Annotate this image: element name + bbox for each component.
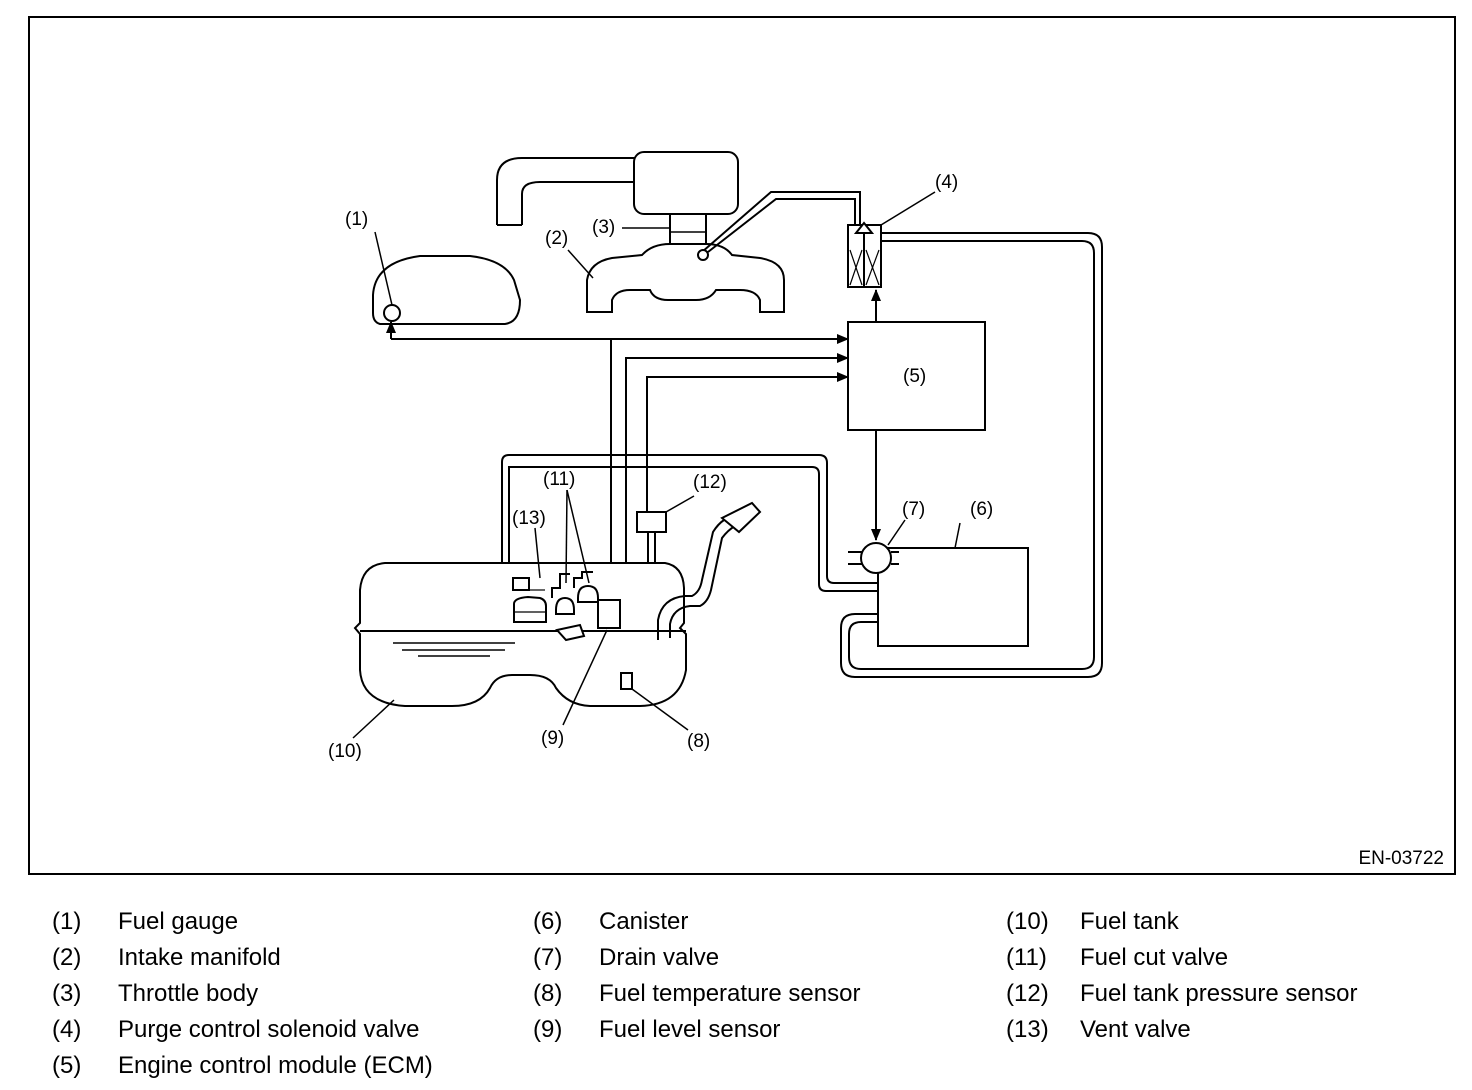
legend-column-2: (6) Canister (7) Drain valve (8) Fuel tempe… [533,904,860,1048]
callout-10: (10) [328,741,362,762]
legend-column-1: (1) Fuel gauge (2) Intake manifold (3) Thro… [52,904,433,1084]
callout-12: (12) [693,472,727,493]
callout-8: (8) [687,731,710,752]
legend-label: Vent valve [1080,1016,1191,1043]
legend-number: (5) [52,1052,82,1079]
fuel-gauge [372,255,522,325]
throttle-body [669,213,707,245]
figure-id: EN-03722 [1358,848,1444,869]
filler-neck [657,501,762,640]
callout-11: (11) [543,469,575,490]
legend-number: (12) [1006,980,1049,1007]
legend-label: Fuel temperature sensor [599,980,861,1007]
intake-manifold [586,243,785,313]
callout-3: (3) [592,217,615,238]
callout-2: (2) [545,228,568,249]
vent-hose [501,454,878,592]
legend-label: Throttle body [118,980,259,1007]
legend-label: Fuel cut valve [1080,944,1229,971]
legend-item: (9) Fuel level sensor [533,1012,860,1048]
legend-item: (2) Intake manifold [52,940,433,976]
purge-control-solenoid-valve [847,221,882,288]
legend-number: (11) [1006,944,1047,971]
canister-box [877,547,1029,647]
legend-item: (13) Vent valve [1006,1012,1357,1048]
legend-number: (8) [533,980,563,1007]
callout-7: (7) [902,499,925,520]
legend-number: (1) [52,908,82,935]
callout-1: (1) [345,209,368,230]
callout-6: (6) [970,499,993,520]
legend-label: Purge control solenoid valve [118,1016,420,1043]
purge-line [697,191,861,261]
canister-purge-hose [840,232,1103,678]
figure-frame [28,16,1456,875]
in-tank-components [512,511,667,690]
legend-label: Engine control module (ECM) [118,1052,433,1079]
legend-label: Intake manifold [118,944,281,971]
legend-column-3: (10) Fuel tank (11) Fuel cut valve (12) Fue… [1006,904,1357,1048]
callout-4: (4) [935,172,958,193]
callout-5: (5) [903,366,926,387]
legend-number: (10) [1006,908,1049,935]
air-intake [496,151,739,226]
legend-number: (3) [52,980,82,1007]
legend-label: Canister [599,908,689,935]
legend-label: Fuel level sensor [599,1016,781,1043]
legend-label: Fuel tank pressure sensor [1080,980,1358,1007]
legend-item: (1) Fuel gauge [52,904,433,940]
legend-number: (6) [533,908,563,935]
leader-lines [352,191,961,739]
legend-number: (7) [533,944,563,971]
legend-item: (12) Fuel tank pressure sensor [1006,976,1357,1012]
legend-label: Fuel tank [1080,908,1179,935]
legend-number: (13) [1006,1016,1049,1043]
legend-item: (4) Purge control solenoid valve [52,1012,433,1048]
callout-9: (9) [541,728,564,749]
legend-item: (3) Throttle body [52,976,433,1012]
fuel-tank [353,562,687,707]
legend-item: (11) Fuel cut valve [1006,940,1357,976]
legend-item: (6) Canister [533,904,860,940]
legend-label: Fuel gauge [118,908,239,935]
legend-item: (5) Engine control module (ECM) [52,1048,433,1084]
legend-item: (7) Drain valve [533,940,860,976]
legend-number: (9) [533,1016,563,1043]
legend-item: (8) Fuel temperature sensor [533,976,860,1012]
callout-13: (13) [512,508,546,529]
legend-item: (10) Fuel tank [1006,904,1357,940]
evap-system-diagram: (1) (2) (3) (4) (5) (6) (7) (8) (9) (10)… [28,16,1456,875]
drain-valve [848,542,899,574]
legend-label: Drain valve [599,944,720,971]
legend-number: (4) [52,1016,82,1043]
legend-number: (2) [52,944,82,971]
